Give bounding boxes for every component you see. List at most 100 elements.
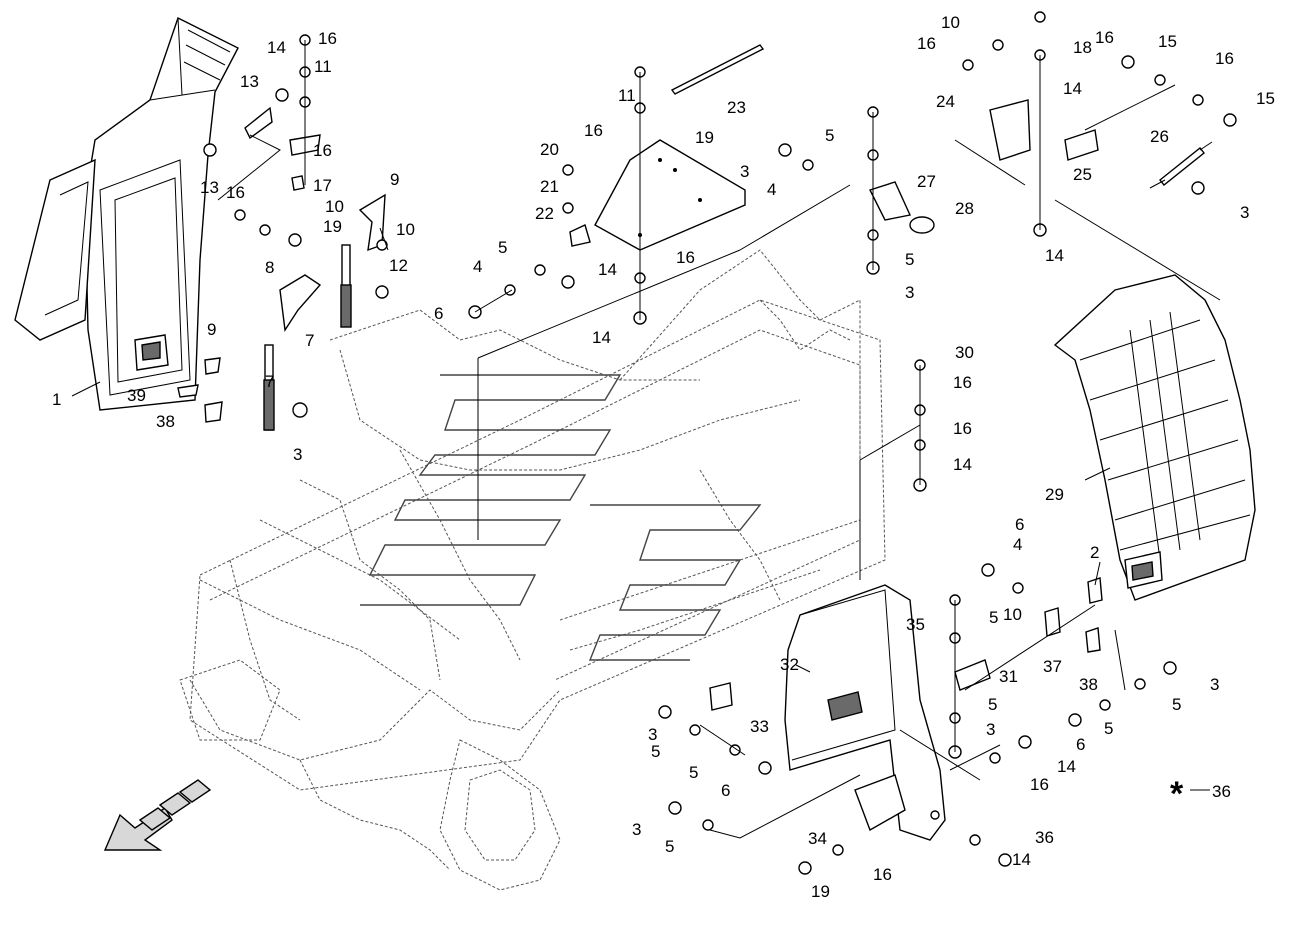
part-label-16: 16 xyxy=(1030,775,1049,794)
part-label-16: 16 xyxy=(313,141,332,160)
part-label-19: 19 xyxy=(695,128,714,147)
part-label-14: 14 xyxy=(598,260,617,279)
part-label-13: 13 xyxy=(240,72,259,91)
part-label-16: 16 xyxy=(318,29,337,48)
part-label-13: 13 xyxy=(200,178,219,197)
part-label-3: 3 xyxy=(632,820,641,839)
part-label-32: 32 xyxy=(780,655,799,674)
part-30-right-panel xyxy=(1053,274,1256,601)
direction-arrow-icon xyxy=(103,779,212,851)
part-label-5: 5 xyxy=(689,763,698,782)
part-1-left-panel xyxy=(14,17,239,411)
part-label-23: 23 xyxy=(727,98,746,117)
part-label-7: 7 xyxy=(305,331,314,350)
part-33-front-cover xyxy=(784,584,946,841)
part-label-7: 7 xyxy=(265,372,274,391)
part-label-37: 37 xyxy=(1043,657,1062,676)
part-label-10: 10 xyxy=(941,13,960,32)
part-label-16: 16 xyxy=(1095,28,1114,47)
part-label-19: 19 xyxy=(323,217,342,236)
hardware xyxy=(203,11,1237,875)
part-label-19: 19 xyxy=(811,882,830,901)
part-label-8: 8 xyxy=(265,258,274,277)
part-label-6: 6 xyxy=(434,304,443,323)
part-label-14: 14 xyxy=(592,328,611,347)
part-label-5: 5 xyxy=(989,608,998,627)
part-label-16: 16 xyxy=(226,183,245,202)
part-label-39: 39 xyxy=(127,386,146,405)
part-label-5: 5 xyxy=(651,742,660,761)
part-label-3: 3 xyxy=(648,725,657,744)
part-label-6: 6 xyxy=(1076,735,1085,754)
part-label-5: 5 xyxy=(1172,695,1181,714)
part-label-35: 35 xyxy=(906,615,925,634)
part-label-3: 3 xyxy=(986,720,995,739)
part-label-31: 31 xyxy=(999,667,1018,686)
part-label-14: 14 xyxy=(1057,757,1076,776)
part-20-plate xyxy=(594,139,746,251)
legend-symbol: * xyxy=(1170,775,1184,813)
part-label-11: 11 xyxy=(314,57,332,76)
part-label-4: 4 xyxy=(1013,535,1022,554)
part-label-17: 17 xyxy=(313,176,332,195)
part-label-29: 29 xyxy=(1045,485,1064,504)
part-label-14: 14 xyxy=(267,38,286,57)
part-24-rod xyxy=(670,44,765,95)
part-label-38: 38 xyxy=(1079,675,1098,694)
part-label-4: 4 xyxy=(473,257,482,276)
part-label-5: 5 xyxy=(988,695,997,714)
part-label-3: 3 xyxy=(905,283,914,302)
part-label-11: 11 xyxy=(618,86,636,105)
part-label-9: 9 xyxy=(207,320,216,339)
part-label-36: 36 xyxy=(1035,828,1054,847)
part-label-6: 6 xyxy=(721,781,730,800)
part-label-38: 38 xyxy=(156,412,175,431)
part-label-5: 5 xyxy=(825,126,834,145)
part-label-30: 30 xyxy=(955,343,974,362)
part-label-5: 5 xyxy=(905,250,914,269)
part-label-3: 3 xyxy=(1210,675,1219,694)
part-label-3: 3 xyxy=(740,162,749,181)
part-label-4: 4 xyxy=(767,180,776,199)
part-label-5: 5 xyxy=(498,238,507,257)
brackets xyxy=(177,99,1103,711)
part-label-20: 20 xyxy=(540,140,559,159)
chassis-frame xyxy=(179,249,886,891)
part-label-10: 10 xyxy=(396,220,415,239)
part-label-14: 14 xyxy=(1012,850,1031,869)
part-label-5: 5 xyxy=(665,837,674,856)
part-label-24: 24 xyxy=(936,92,955,111)
part-label-3: 3 xyxy=(293,445,302,464)
gas-struts xyxy=(263,141,1213,431)
part-label-10: 10 xyxy=(325,197,344,216)
part-label-14: 14 xyxy=(1063,79,1082,98)
part-label-33: 33 xyxy=(750,717,769,736)
part-label-22: 22 xyxy=(535,204,554,223)
part-label-15: 15 xyxy=(1158,32,1177,51)
label-ticks xyxy=(71,381,1210,791)
part-label-25: 25 xyxy=(1073,165,1092,184)
part-label-28: 28 xyxy=(955,199,974,218)
part-label-1: 1 xyxy=(52,390,61,409)
part-label-16: 16 xyxy=(953,419,972,438)
part-label-3: 3 xyxy=(1240,203,1249,222)
part-label-16: 16 xyxy=(584,121,603,140)
manufacturer-logo-outline xyxy=(360,374,762,661)
part-label-2: 2 xyxy=(1090,543,1099,562)
part-label-16: 16 xyxy=(676,248,695,267)
part-label-27: 27 xyxy=(917,172,936,191)
part-label-9: 9 xyxy=(390,170,399,189)
part-label-15: 15 xyxy=(1256,89,1275,108)
part-label-26: 26 xyxy=(1150,127,1169,146)
part-label-16: 16 xyxy=(873,865,892,884)
part-label-10: 10 xyxy=(1003,605,1022,624)
part-label-6: 6 xyxy=(1015,515,1024,534)
part-label-16: 16 xyxy=(917,34,936,53)
part-label-5: 5 xyxy=(1104,719,1113,738)
part-label-14: 14 xyxy=(953,455,972,474)
part-label-34: 34 xyxy=(808,829,827,848)
leader-lines xyxy=(217,40,1221,839)
part-label-12: 12 xyxy=(389,256,408,275)
